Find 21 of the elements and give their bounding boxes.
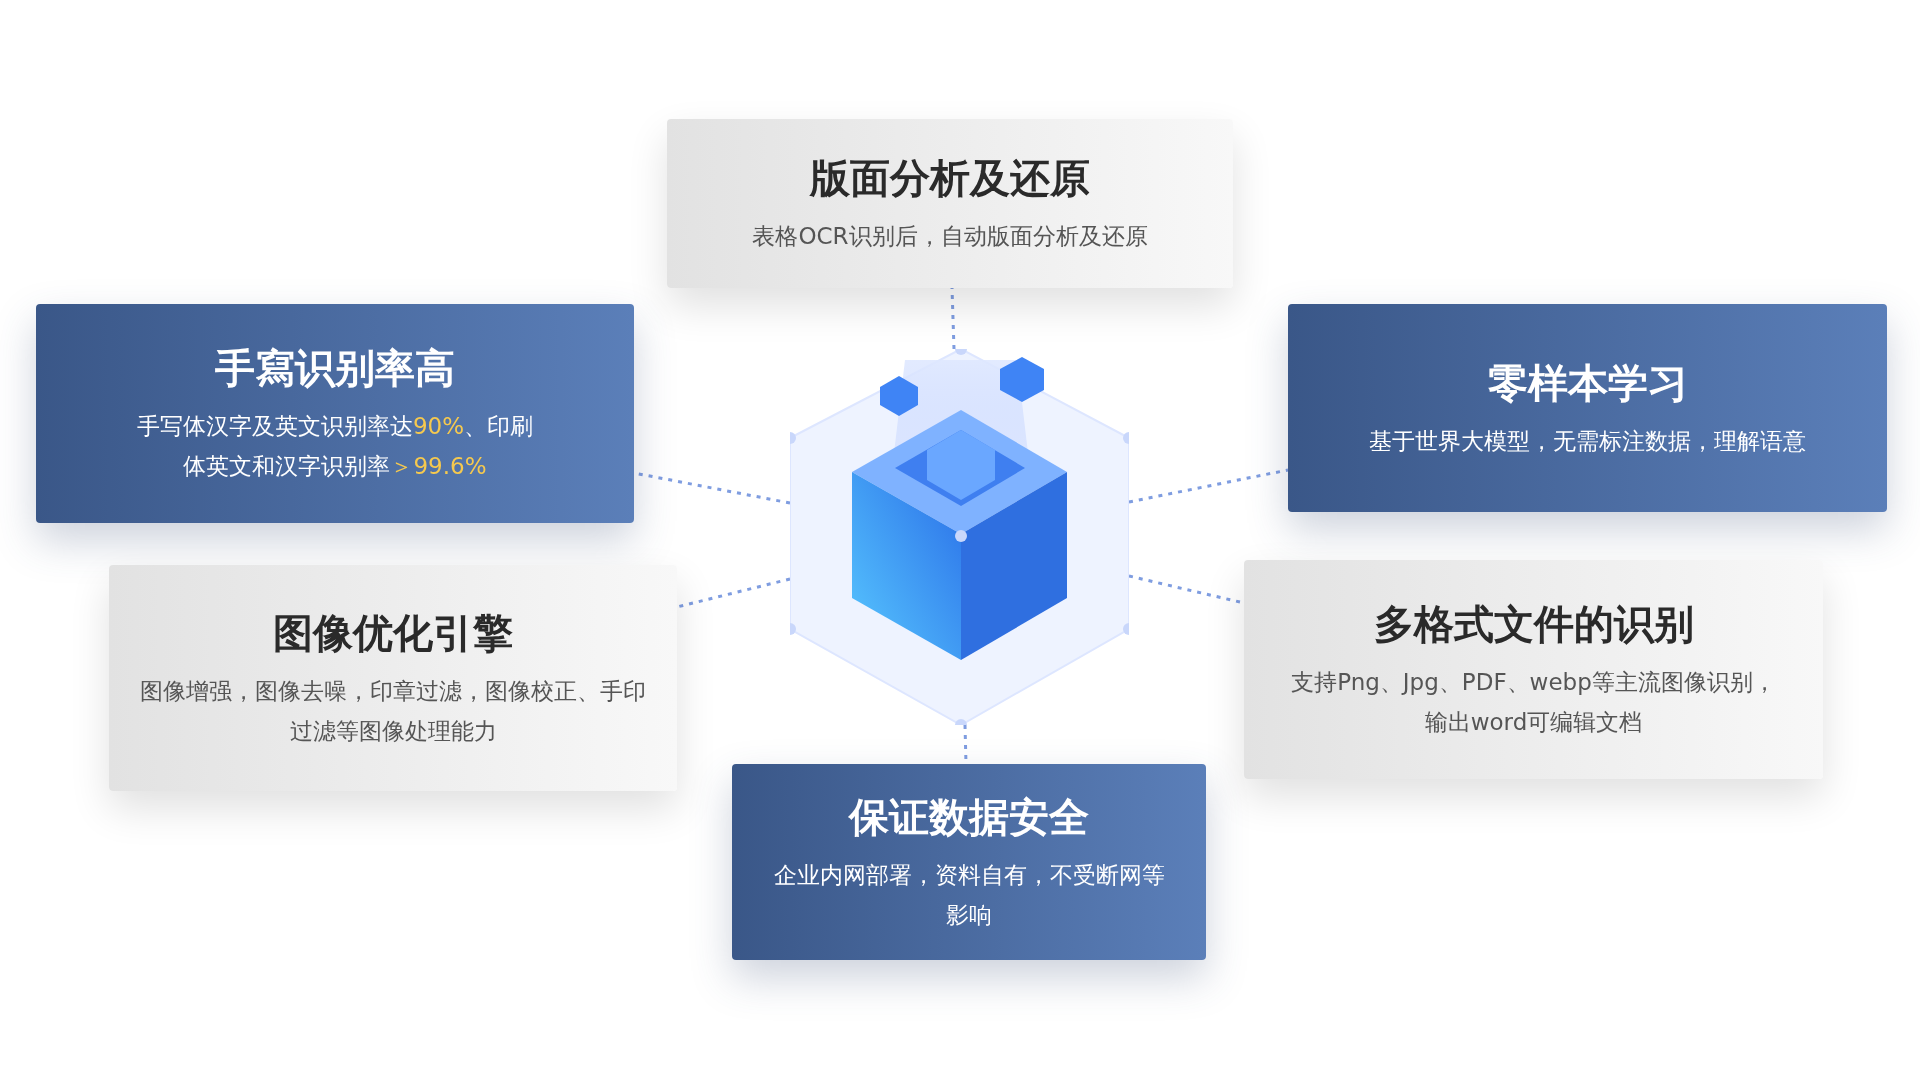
dotted-connector [676, 577, 791, 609]
feature-card [109, 565, 677, 791]
feature-card [36, 304, 634, 523]
feature-card [667, 119, 1233, 288]
card-heading: 手寫识别率高 [215, 344, 455, 393]
cube-drawing [790, 349, 1129, 725]
card-description: 图像增强，图像去噪，印章过滤，图像校正、手印过滤等图像处理能力 [139, 676, 647, 746]
feature-card [732, 764, 1206, 960]
feature-card [1288, 304, 1887, 512]
card-heading: 版面分析及还原 [810, 154, 1090, 203]
card-heading: 保证数据安全 [849, 792, 1089, 842]
card-description: 支持Png、Jpg、PDF、webp等主流图像识别，输出word可编辑文档 [1290, 668, 1777, 737]
card-heading: 零样本学习 [1487, 358, 1688, 408]
feature-card [1244, 560, 1823, 779]
card-heading: 多格式文件的识别 [1373, 600, 1694, 649]
card-description: 表格OCR识别后，自动版面分析及还原 [752, 222, 1148, 251]
card-description: 手写体汉字及英文识别率达90%、印刷体英文和汉字识别率＞99.6% [135, 412, 535, 481]
card-description: 企业内网部署，资料自有，不受断网等影响 [772, 860, 1166, 930]
card-heading: 图像优化引擎 [273, 608, 513, 658]
dotted-connector [950, 287, 956, 350]
card-description: 基于世界大模型，无需标注数据，理解语意 [1369, 426, 1806, 456]
